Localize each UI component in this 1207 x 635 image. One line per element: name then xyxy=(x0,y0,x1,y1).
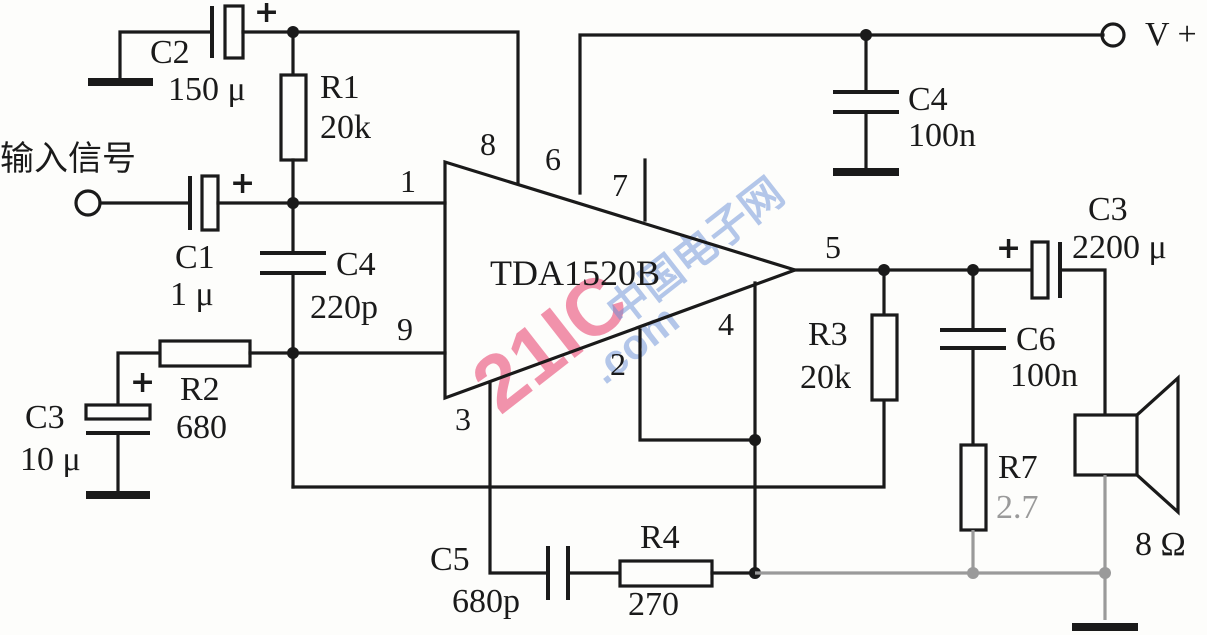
c3-out-plate-left xyxy=(1030,240,1050,300)
speaker-icon-cone xyxy=(1134,374,1180,516)
c3-left-plate-top xyxy=(84,403,152,421)
c6-value: 100n xyxy=(1010,357,1078,394)
c2-name: C2 xyxy=(150,34,190,71)
pin-5-label: 5 xyxy=(825,229,841,265)
wire-pin2 xyxy=(638,328,757,442)
wire-c3-speaker xyxy=(1058,268,1107,417)
r4-resistor xyxy=(618,559,714,588)
pin-4-label: 4 xyxy=(718,306,734,342)
c1-plate-right xyxy=(200,174,220,232)
junction-pin2-pin4 xyxy=(749,434,761,446)
pin-6-label: 6 xyxy=(545,141,561,177)
watermark: 21IC 中国电子网 .com xyxy=(456,169,792,430)
wire-r2-c3 xyxy=(116,351,162,407)
r3-name: R3 xyxy=(808,316,848,353)
supply-label: V + xyxy=(1145,16,1197,53)
wire-feedback xyxy=(291,398,886,489)
pin-2-label: 2 xyxy=(610,346,626,382)
c2-plate-right xyxy=(223,4,245,60)
c3-out-plus: + xyxy=(996,231,1021,266)
r1-name: R1 xyxy=(320,69,360,106)
r3-resistor xyxy=(870,313,899,402)
chip-label: TDA1520B xyxy=(490,253,660,293)
pin-9-label: 9 xyxy=(397,311,413,347)
c2-plus: + xyxy=(254,0,279,30)
pin-3-label: 3 xyxy=(455,401,471,437)
r2-resistor xyxy=(158,339,252,368)
c1-name: C1 xyxy=(175,239,215,276)
c1-value: 1 μ xyxy=(170,276,214,313)
supply-terminal xyxy=(1100,22,1126,48)
r3-value: 20k xyxy=(800,359,851,396)
c3-left-plus: + xyxy=(130,365,155,400)
r1-value: 20k xyxy=(320,109,371,146)
c3-out-name: C3 xyxy=(1088,191,1128,228)
c6-name: C6 xyxy=(1016,321,1056,358)
c3-left-name: C3 xyxy=(25,399,65,436)
wire-c2-pin8 xyxy=(241,30,520,185)
wire-pin3-c5 xyxy=(488,381,550,575)
tda1520b-amplifier xyxy=(443,159,801,401)
junction-c1 xyxy=(287,197,299,209)
input-terminal xyxy=(74,189,102,217)
r7-resistor xyxy=(959,443,988,532)
c5-name: C5 xyxy=(430,541,470,578)
speaker-icon-body xyxy=(1073,413,1139,477)
r4-name: R4 xyxy=(640,519,680,556)
wire-c2-ground xyxy=(118,30,214,84)
c4-top-name: C4 xyxy=(908,81,948,118)
c3-left-value: 10 μ xyxy=(20,441,81,478)
c4-mid-name: C4 xyxy=(336,246,376,283)
pin-7-label: 7 xyxy=(612,167,628,203)
r7-value: 2.7 xyxy=(996,489,1039,526)
r4-value: 270 xyxy=(628,586,679,623)
c5-value: 680p xyxy=(452,583,520,620)
junction-r7-ground xyxy=(967,567,979,579)
pin-8-label: 8 xyxy=(480,126,496,162)
c4-mid-value: 220p xyxy=(310,289,378,326)
c2-value: 150 μ xyxy=(168,71,246,108)
c4-top-value: 100n xyxy=(908,117,976,154)
wire-pin6-supply xyxy=(578,33,1105,195)
r1-resistor xyxy=(279,73,308,162)
junction-speaker-ground xyxy=(1099,567,1111,579)
c1-plus: + xyxy=(230,166,255,201)
pin-1-label: 1 xyxy=(400,163,416,199)
r2-value: 680 xyxy=(176,409,227,446)
r2-name: R2 xyxy=(180,371,220,408)
r7-name: R7 xyxy=(998,449,1038,486)
speaker-impedance: 8 Ω xyxy=(1135,526,1186,563)
input-signal-label: 输入信号 xyxy=(0,139,136,179)
c3-out-value: 2200 μ xyxy=(1072,229,1167,266)
